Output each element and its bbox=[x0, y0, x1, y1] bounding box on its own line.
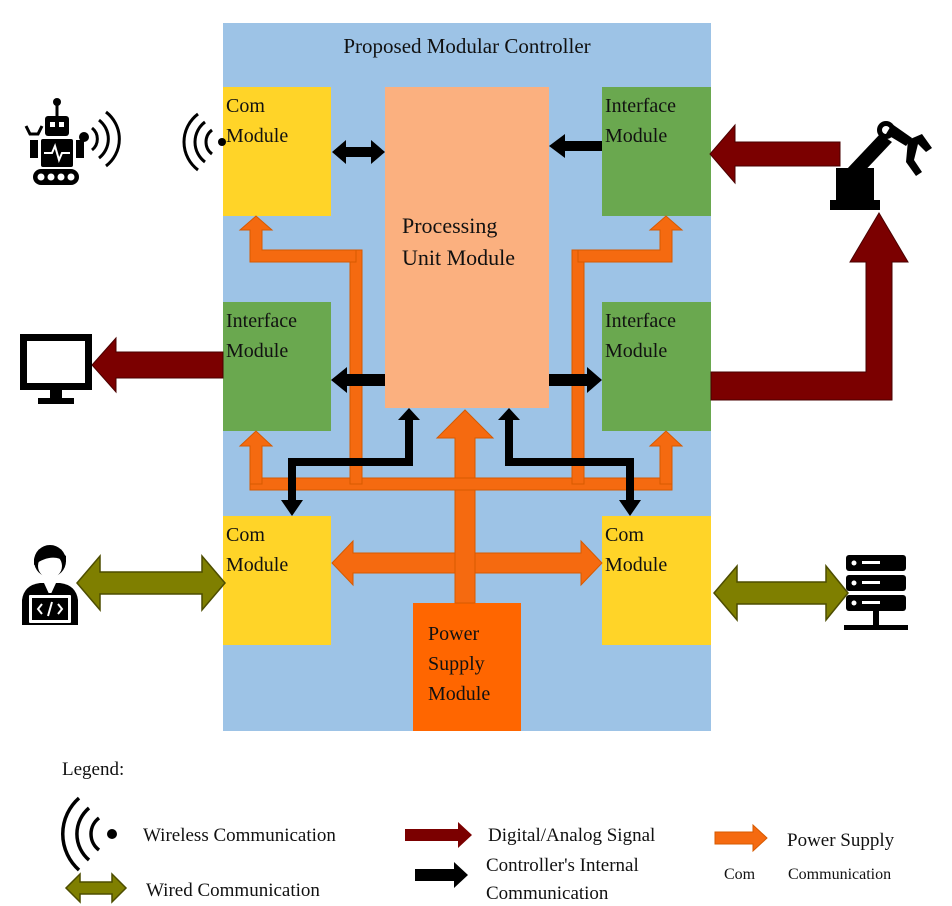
interface-module-top-right: Interface Module bbox=[602, 87, 711, 216]
robotic-arm-icon bbox=[830, 121, 932, 210]
wired-arrows bbox=[76, 553, 849, 623]
internal-arrow-processing-com-right bbox=[498, 408, 641, 516]
legend-internal-label-line1: Controller's Internal bbox=[486, 855, 639, 876]
legend-digital-analog-label: Digital/Analog Signal bbox=[488, 825, 656, 846]
wired-arrow-developer bbox=[76, 553, 226, 613]
power-bus-right-riser bbox=[571, 249, 585, 485]
module-label: Com bbox=[226, 95, 265, 117]
legend-wired-arrow bbox=[64, 872, 128, 904]
power-arrow-bottom-right bbox=[474, 539, 603, 587]
module-label: Module bbox=[226, 340, 289, 362]
module-label: Module bbox=[226, 554, 289, 576]
legend-internal-label-line2: Communication bbox=[486, 883, 609, 904]
module-label: Power bbox=[428, 623, 480, 645]
server-icon bbox=[844, 555, 908, 630]
power-bus-horizontal bbox=[249, 477, 673, 491]
module-label: Module bbox=[226, 125, 289, 147]
module-label: Com bbox=[226, 524, 265, 546]
diagram-title: Proposed Modular Controller bbox=[343, 34, 591, 58]
module-label: Module bbox=[428, 683, 491, 705]
legend-wired-label: Wired Communication bbox=[146, 880, 320, 901]
power-arrow-bottom-left bbox=[331, 539, 456, 587]
com-module-top-left: Com Module bbox=[223, 87, 331, 216]
module-label: Module bbox=[605, 125, 668, 147]
legend-com-label: Com bbox=[724, 866, 756, 883]
power-arrow-interface-top-right bbox=[577, 215, 684, 263]
legend-wireless-label: Wireless Communication bbox=[143, 825, 336, 846]
legend-power-arrow bbox=[714, 823, 768, 853]
signal-arrows bbox=[91, 123, 909, 401]
module-label: Interface bbox=[226, 310, 298, 332]
wired-arrow-server bbox=[713, 563, 849, 623]
legend-signal-arrow bbox=[405, 822, 472, 848]
internal-communication-arrows bbox=[281, 134, 641, 516]
signal-arrow-arm-to-interface bbox=[709, 123, 841, 185]
signal-arrow-interface-to-monitor bbox=[91, 336, 224, 394]
power-arrow-trunk bbox=[435, 409, 495, 604]
internal-arrow-com-processing bbox=[332, 140, 385, 164]
monitor-icon bbox=[20, 334, 92, 404]
power-arrow-interface-mid-right bbox=[648, 430, 684, 485]
com-module-bottom-right: Com Module bbox=[602, 516, 711, 645]
module-label: Module bbox=[605, 554, 668, 576]
module-label: Unit Module bbox=[402, 245, 516, 270]
processing-unit-module: Processing Unit Module bbox=[385, 87, 549, 408]
module-label: Processing bbox=[402, 213, 498, 238]
interface-module-mid-right: Interface Module bbox=[602, 302, 711, 431]
module-label: Supply bbox=[428, 653, 485, 675]
internal-arrow-processing-interface-right bbox=[549, 367, 602, 393]
interface-module-mid-left: Interface Module bbox=[223, 302, 331, 431]
module-label: Interface bbox=[605, 310, 677, 332]
wireless-icon bbox=[182, 112, 226, 172]
module-label: Module bbox=[605, 340, 668, 362]
power-bus-left-riser bbox=[349, 249, 363, 485]
power-arrow-com-top-left bbox=[238, 215, 357, 263]
internal-arrow-processing-com-left bbox=[281, 408, 420, 516]
legend-heading: Legend: bbox=[62, 759, 125, 780]
internal-arrow-interface-processing-top bbox=[549, 134, 602, 158]
legend-wireless-icon bbox=[61, 796, 117, 872]
module-label: Interface bbox=[605, 95, 677, 117]
robot-icon bbox=[24, 98, 121, 185]
signal-arrow-interface-to-arm bbox=[710, 212, 909, 401]
module-label: Com bbox=[605, 524, 644, 546]
power-arrow-interface-mid-left bbox=[238, 430, 274, 485]
internal-arrow-processing-interface-left bbox=[331, 367, 385, 393]
legend-power-label: Power Supply bbox=[787, 830, 895, 851]
com-module-bottom-left: Com Module bbox=[223, 516, 331, 645]
power-supply-arrows bbox=[238, 215, 684, 604]
power-supply-module: Power Supply Module bbox=[413, 603, 521, 731]
legend-communication-label: Communication bbox=[788, 866, 892, 883]
developer-icon bbox=[22, 545, 78, 625]
legend-internal-arrow bbox=[415, 862, 468, 888]
